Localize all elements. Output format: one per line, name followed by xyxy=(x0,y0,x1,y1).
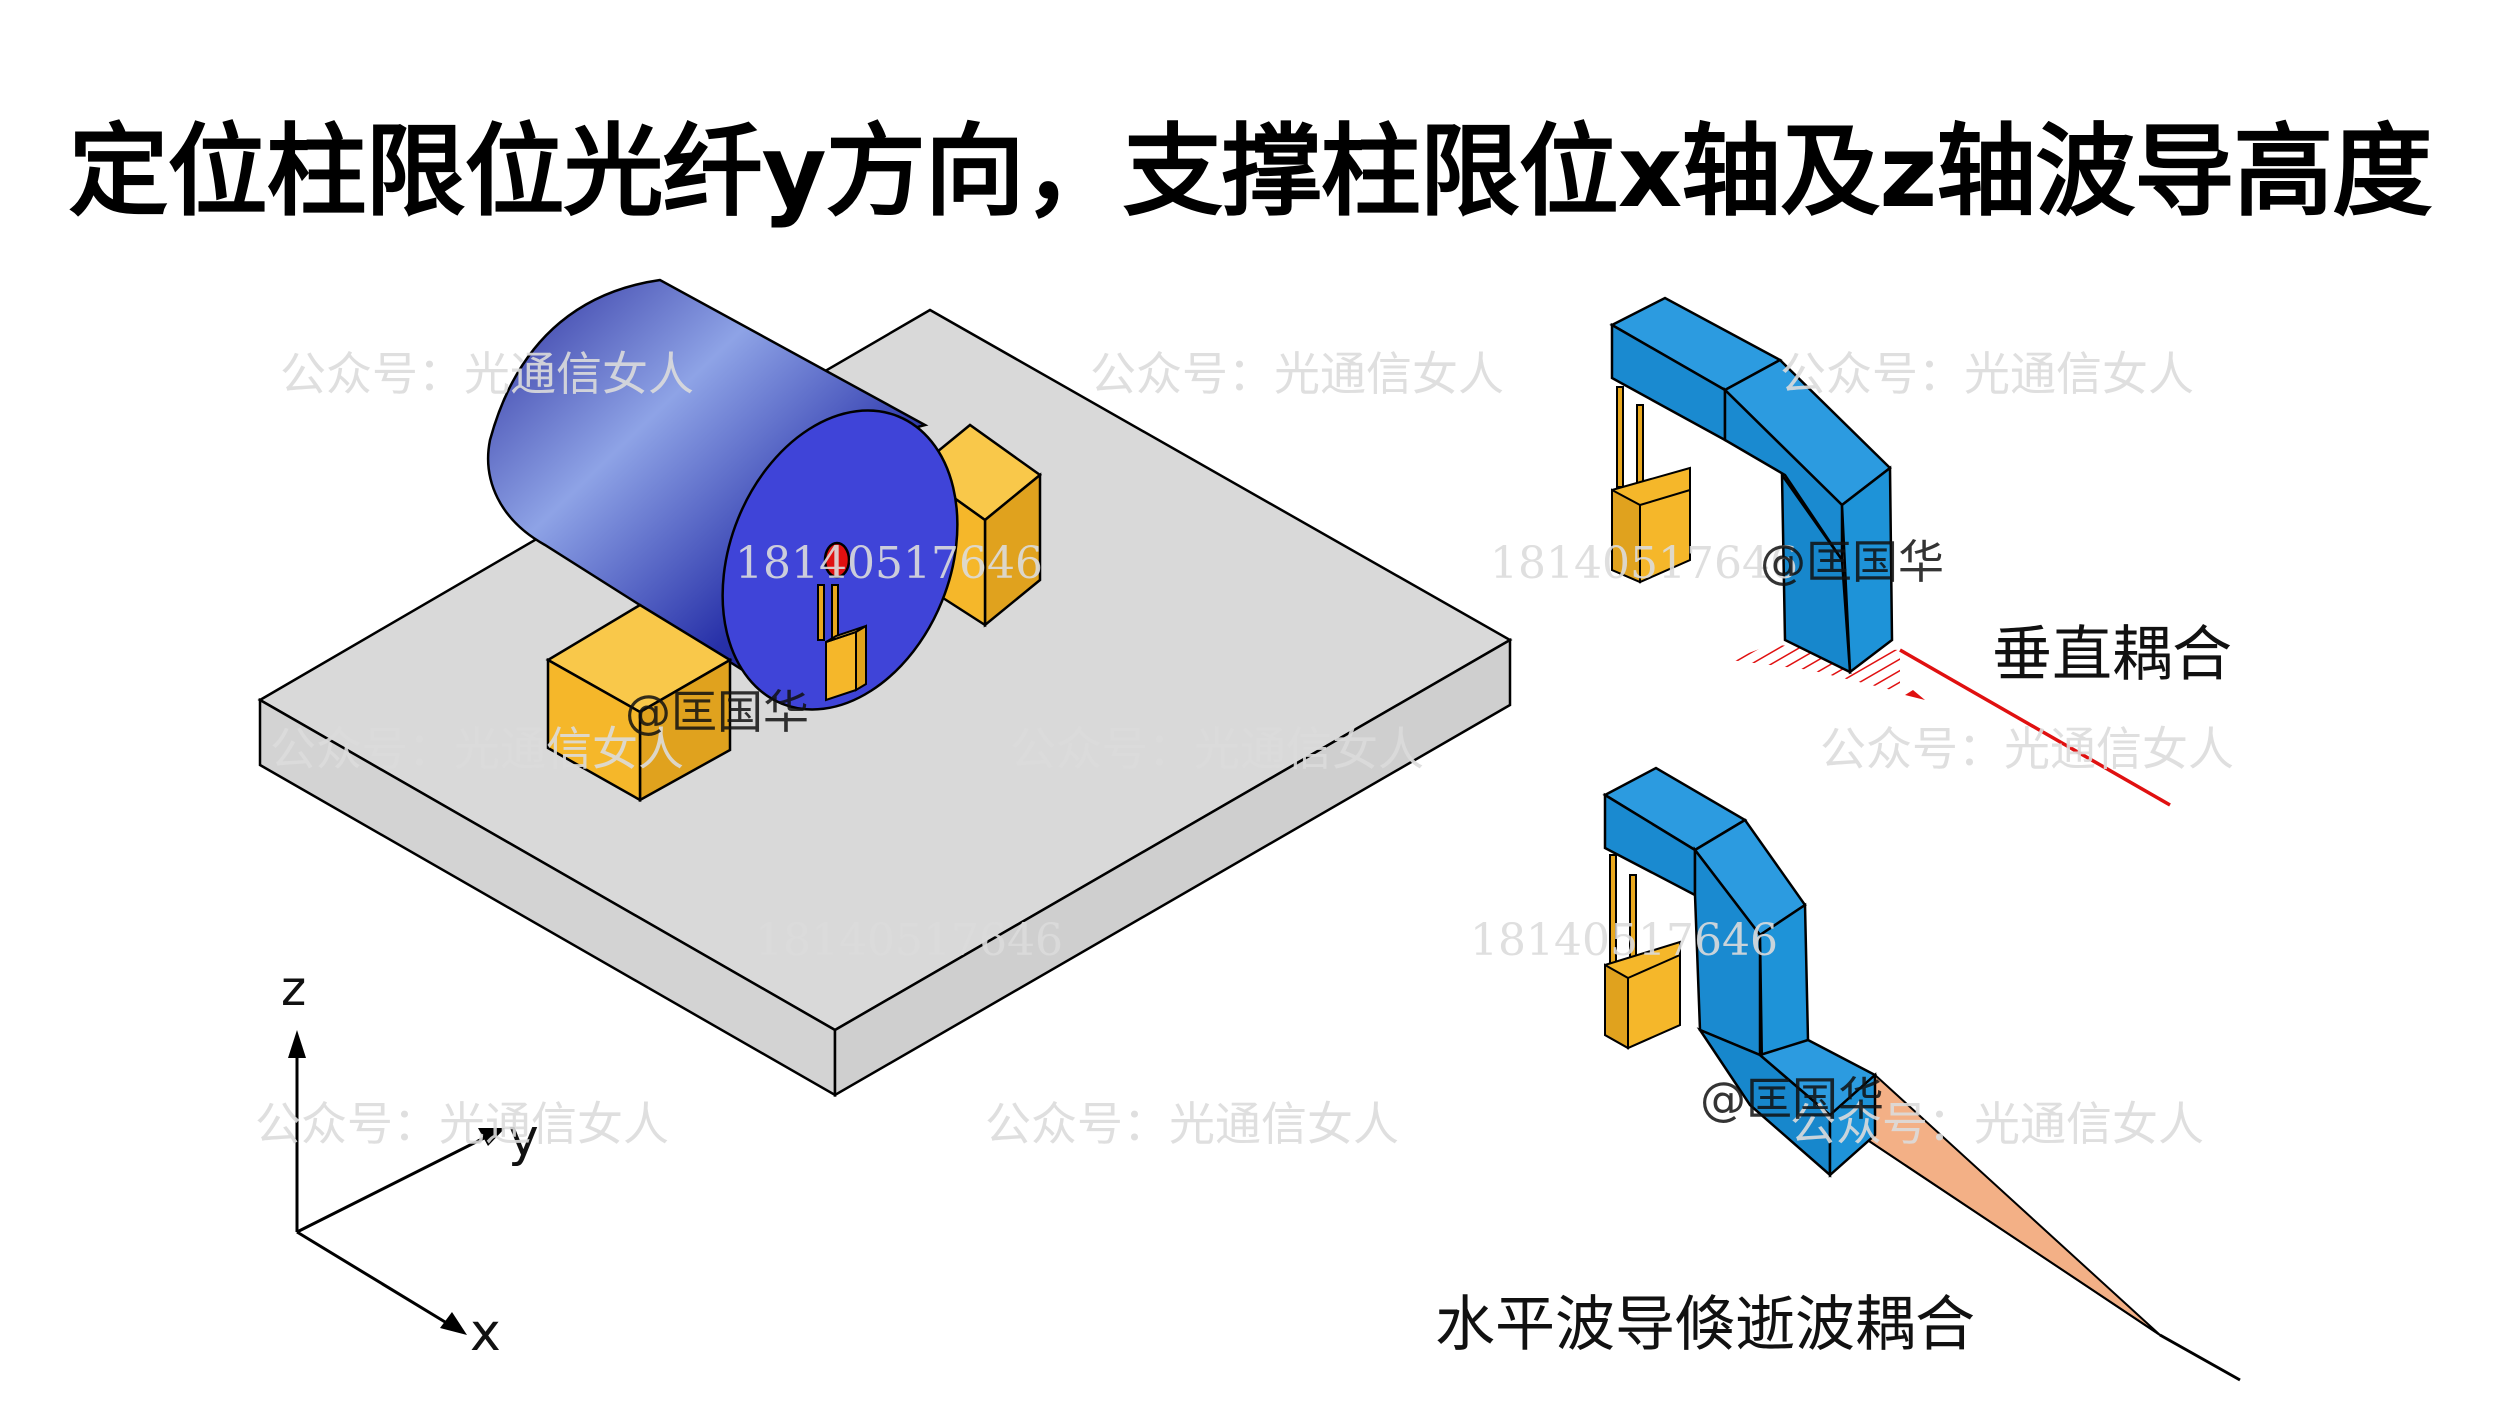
watermarks: 公众号：光通信女人 公众号：光通信女人 公众号：光通信女人 公众号：光通信女人 … xyxy=(255,347,2234,1151)
watermark-phone: 18140517646 xyxy=(1470,915,1778,966)
author-tag: @匡国华 xyxy=(1760,535,1944,589)
cylinder-fiber-holder xyxy=(486,278,959,711)
watermark-account: 公众号：光通信女人 xyxy=(1790,1097,2204,1151)
vertical-coupling-label: 垂直耦合 xyxy=(1992,620,2232,690)
y-arrow-head xyxy=(478,1128,505,1146)
horizontal-fiber-line xyxy=(2159,1333,2241,1382)
horizontal-coupling-label: 水平波导倏逝波耦合 xyxy=(1435,1290,1975,1360)
watermark-phone: 18140517646 xyxy=(1490,538,1798,589)
axes xyxy=(288,1030,505,1335)
platform-side xyxy=(833,637,1512,1098)
z-arrow-head xyxy=(288,1030,306,1058)
axis-label-y: y xyxy=(508,1108,539,1168)
x-arrow-head xyxy=(440,1312,467,1335)
axis-label-z: z xyxy=(281,961,306,1017)
watermark-phone: 18140517646 xyxy=(755,915,1063,966)
author-tags: @匡国华 @匡国华 @匡国华 xyxy=(625,535,1944,1126)
horizontal-waveguide xyxy=(1602,766,1878,1178)
fiber-arrow-head xyxy=(1905,690,1925,700)
page-title: 定位柱限位光纤y方向，支撑柱限位x轴及z轴波导高度 xyxy=(68,113,2433,230)
axis-label-x: x xyxy=(470,1303,501,1363)
watermark-account: 公众号：光通信女人 xyxy=(1820,722,2234,776)
vertical-coupling-diagram xyxy=(1609,296,2171,807)
support-block-front xyxy=(545,603,733,803)
horizontal-pin xyxy=(1604,854,1681,1050)
author-tag: @匡国华 xyxy=(625,685,809,739)
watermark-account: 公众号：光通信女人 xyxy=(280,347,694,401)
horizontal-coupling-diagram xyxy=(1602,766,2241,1382)
vertical-pin xyxy=(1611,386,1691,584)
watermark-account: 公众号：光通信女人 xyxy=(270,722,684,776)
positioning-pin xyxy=(817,584,867,702)
fiber-core xyxy=(823,541,851,579)
taper-centerline xyxy=(1829,1114,2161,1336)
watermark-account: 公众号：光通信女人 xyxy=(1780,347,2194,401)
vertical-waveguide xyxy=(1609,296,1894,675)
watermark-account: 公众号：光通信女人 xyxy=(1090,347,1504,401)
vertical-fiber-line xyxy=(1899,648,2171,807)
watermark-account: 公众号：光通信女人 xyxy=(255,1097,669,1151)
watermark-account: 公众号：光通信女人 xyxy=(1010,722,1424,776)
watermark-phone: 18140517646 xyxy=(735,538,1043,589)
watermark-account: 公众号：光通信女人 xyxy=(985,1097,1399,1151)
author-tag: @匡国华 xyxy=(1700,1072,1884,1126)
